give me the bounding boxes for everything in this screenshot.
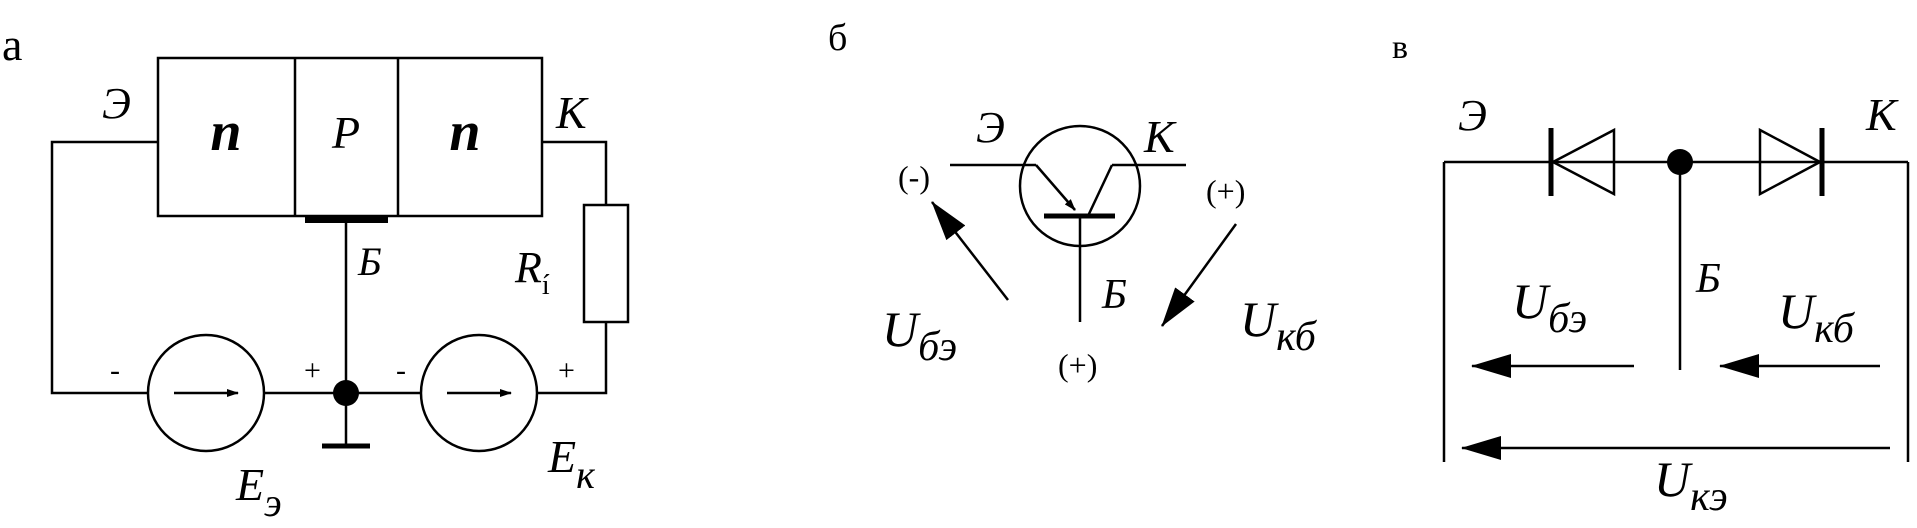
collector-voltage-source xyxy=(419,333,539,453)
u-kb-label: Uкб xyxy=(1778,283,1856,352)
collector-emf-label: Eк xyxy=(547,431,595,497)
emitter-emf-label: Eэ xyxy=(235,459,282,525)
collector-label: К xyxy=(1143,111,1177,162)
u-be-label: Uбэ xyxy=(1512,273,1587,342)
collector-source-minus: - xyxy=(396,354,406,387)
base-polarity: (+) xyxy=(1058,347,1097,383)
collector-label: К xyxy=(555,87,589,138)
collector-wire xyxy=(542,140,608,205)
resistor-label: Rí xyxy=(514,243,550,301)
region-n-left: n xyxy=(210,101,241,163)
region-n-right: n xyxy=(449,101,480,163)
region-p: P xyxy=(331,107,360,158)
base-label: Б xyxy=(1101,272,1127,318)
u-be-label: Uбэ xyxy=(882,301,957,370)
u-kb-arrow xyxy=(1160,223,1238,327)
base-label: Б xyxy=(1695,256,1721,302)
emitter-label: Э xyxy=(102,79,131,128)
u-be-arrow xyxy=(931,201,1009,301)
u-kb-label: Uкб xyxy=(1240,291,1318,360)
panel-c-label: в xyxy=(1392,29,1408,66)
junction-dot xyxy=(333,380,359,406)
collector-label: К xyxy=(1865,89,1899,140)
collector-diode xyxy=(1758,127,1825,197)
transistor-symbol xyxy=(950,124,1186,322)
panel-b-label: б xyxy=(828,17,847,59)
resistor xyxy=(582,203,630,324)
panel-b: б Э К Б (-) (+) (+) Uбэ Uкб xyxy=(828,17,1318,383)
emitter-arrow xyxy=(1035,164,1076,211)
collector-source-plus: + xyxy=(558,354,575,387)
junction-dot xyxy=(1667,149,1693,175)
emitter-wire xyxy=(50,140,158,395)
panel-a: а n P n Э К Б Rí xyxy=(2,19,630,525)
collector-source-circle xyxy=(419,333,539,453)
emitter-label: Э xyxy=(1458,91,1487,140)
collector-line xyxy=(1086,164,1114,217)
u-ke-label: Uкэ xyxy=(1654,451,1728,520)
emitter-voltage-source xyxy=(146,333,266,453)
emitter-source-plus: + xyxy=(304,354,321,387)
emitter-diode xyxy=(1548,127,1616,197)
emitter-diode-triangle xyxy=(1550,127,1616,197)
emitter-source-circle xyxy=(146,333,266,453)
base-label: Б xyxy=(357,239,382,284)
panel-c: в Э К Б Uбэ Uкб Uкэ xyxy=(1392,29,1910,520)
emitter-label: Э xyxy=(976,103,1005,152)
collector-return-wire xyxy=(536,322,608,395)
emitter-polarity: (-) xyxy=(898,159,930,195)
collector-polarity: (+) xyxy=(1206,173,1245,209)
circuit-wires xyxy=(50,140,608,449)
panel-a-label: а xyxy=(2,19,22,70)
collector-diode-triangle xyxy=(1758,127,1823,197)
emitter-source-minus: - xyxy=(110,354,120,387)
